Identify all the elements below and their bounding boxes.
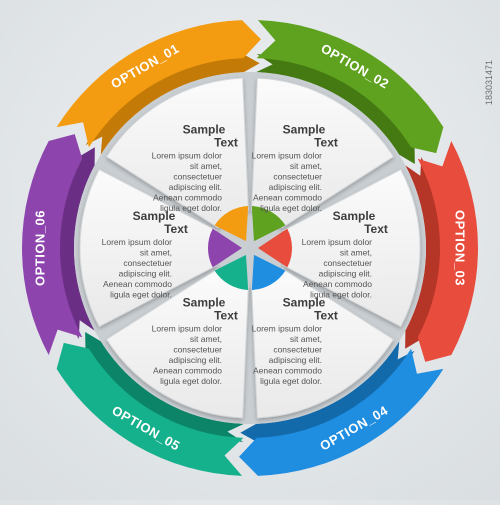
segment-body-line: Lorem ipsum dolor: [302, 237, 373, 247]
segment-panel-5: [105, 267, 249, 419]
segment-body-line: Aenean commodo: [303, 279, 372, 289]
option-arrow-1: [56, 20, 261, 155]
segment-body-line: ligula eget dolor.: [110, 290, 172, 300]
segment-body-line: consectetuer: [173, 345, 222, 355]
option-label-6: OPTION_06: [32, 210, 47, 286]
segment-body-line: Aenean commodo: [253, 192, 322, 202]
segment-body-line: consectetuer: [273, 345, 322, 355]
segment-body-line: ligula eget dolor.: [160, 376, 222, 386]
segment-title-text: Text: [314, 309, 338, 323]
segment-body-line: sit amet,: [140, 248, 172, 258]
segment-body-line: consectetuer: [173, 171, 222, 181]
segment-body-line: ligula eget dolor.: [310, 290, 372, 300]
segment-body-line: adipiscing elit.: [269, 355, 322, 365]
segment-title-text: Text: [364, 222, 388, 236]
segment-body-line: Aenean commodo: [253, 366, 322, 376]
hub-wedge-6: [208, 228, 242, 268]
segment-body-line: consectetuer: [323, 258, 372, 268]
segment-panel-4: [251, 267, 395, 419]
hub-wedge-1: [214, 206, 249, 242]
option-arrow-face: [256, 20, 444, 154]
hub-wedge-3: [258, 228, 292, 268]
segment-body-line: Lorem ipsum dolor: [252, 150, 323, 160]
segment-body-line: consectetuer: [273, 171, 322, 181]
segment-body-line: adipiscing elit.: [269, 182, 322, 192]
segment-body-line: ligula eget dolor.: [160, 203, 222, 213]
segment-body-line: adipiscing elit.: [119, 269, 172, 279]
segment-body-line: Lorem ipsum dolor: [152, 150, 223, 160]
segment-body-line: adipiscing elit.: [169, 355, 222, 365]
segment-title-sample: Sample: [283, 296, 326, 310]
segment-body-line: sit amet,: [290, 334, 322, 344]
segment-title-text: Text: [214, 309, 238, 323]
segment-body-line: adipiscing elit.: [319, 269, 372, 279]
segment-body-line: consectetuer: [123, 258, 172, 268]
segment-body-line: Aenean commodo: [153, 192, 222, 202]
segment-body-line: Lorem ipsum dolor: [252, 324, 323, 334]
option-label-3: OPTION_03: [453, 210, 468, 286]
option-arrow-4: [239, 341, 444, 476]
hub-wedge-4: [251, 254, 286, 290]
option-arrow-face: [239, 348, 444, 476]
option-arrow-face: [56, 20, 261, 148]
watermark: 183031471: [484, 60, 494, 106]
segment-title-sample: Sample: [333, 209, 376, 223]
segment-body-line: Aenean commodo: [153, 366, 222, 376]
segment-title-sample: Sample: [183, 296, 226, 310]
segment-body-line: ligula eget dolor.: [260, 376, 322, 386]
segment-body-line: ligula eget dolor.: [260, 203, 322, 213]
segment-title-sample: Sample: [133, 209, 176, 223]
segment-body-line: Aenean commodo: [103, 279, 172, 289]
option-arrow-face: [417, 140, 478, 362]
hub-wedge-5: [214, 254, 249, 290]
segment-body-line: Lorem ipsum dolor: [152, 324, 223, 334]
segment-title-text: Text: [314, 135, 338, 149]
segment-panel-6: [79, 168, 217, 328]
segment-panel-2: [251, 77, 395, 229]
segment-title-text: Text: [164, 222, 188, 236]
option-arrow-face: [56, 342, 244, 476]
option-arrow-6: [21, 134, 95, 356]
option-arrow-2: [256, 20, 444, 165]
segment-title-sample: Sample: [183, 122, 226, 136]
segment-body-line: sit amet,: [190, 334, 222, 344]
hub-wedge-2: [251, 206, 286, 242]
segment-panel-1: [105, 77, 249, 229]
option-arrow-5: [56, 331, 244, 476]
segment-body-line: adipiscing elit.: [169, 182, 222, 192]
segment-title-text: Text: [214, 135, 238, 149]
segment-body-line: sit amet,: [290, 161, 322, 171]
option-arrow-3: [405, 140, 478, 362]
option-arrow-face: [21, 134, 83, 356]
segment-body-line: sit amet,: [340, 248, 372, 258]
segment-body-line: Lorem ipsum dolor: [102, 237, 173, 247]
segment-title-sample: Sample: [283, 122, 326, 136]
segment-body-line: sit amet,: [190, 161, 222, 171]
segment-panel-3: [283, 168, 421, 328]
